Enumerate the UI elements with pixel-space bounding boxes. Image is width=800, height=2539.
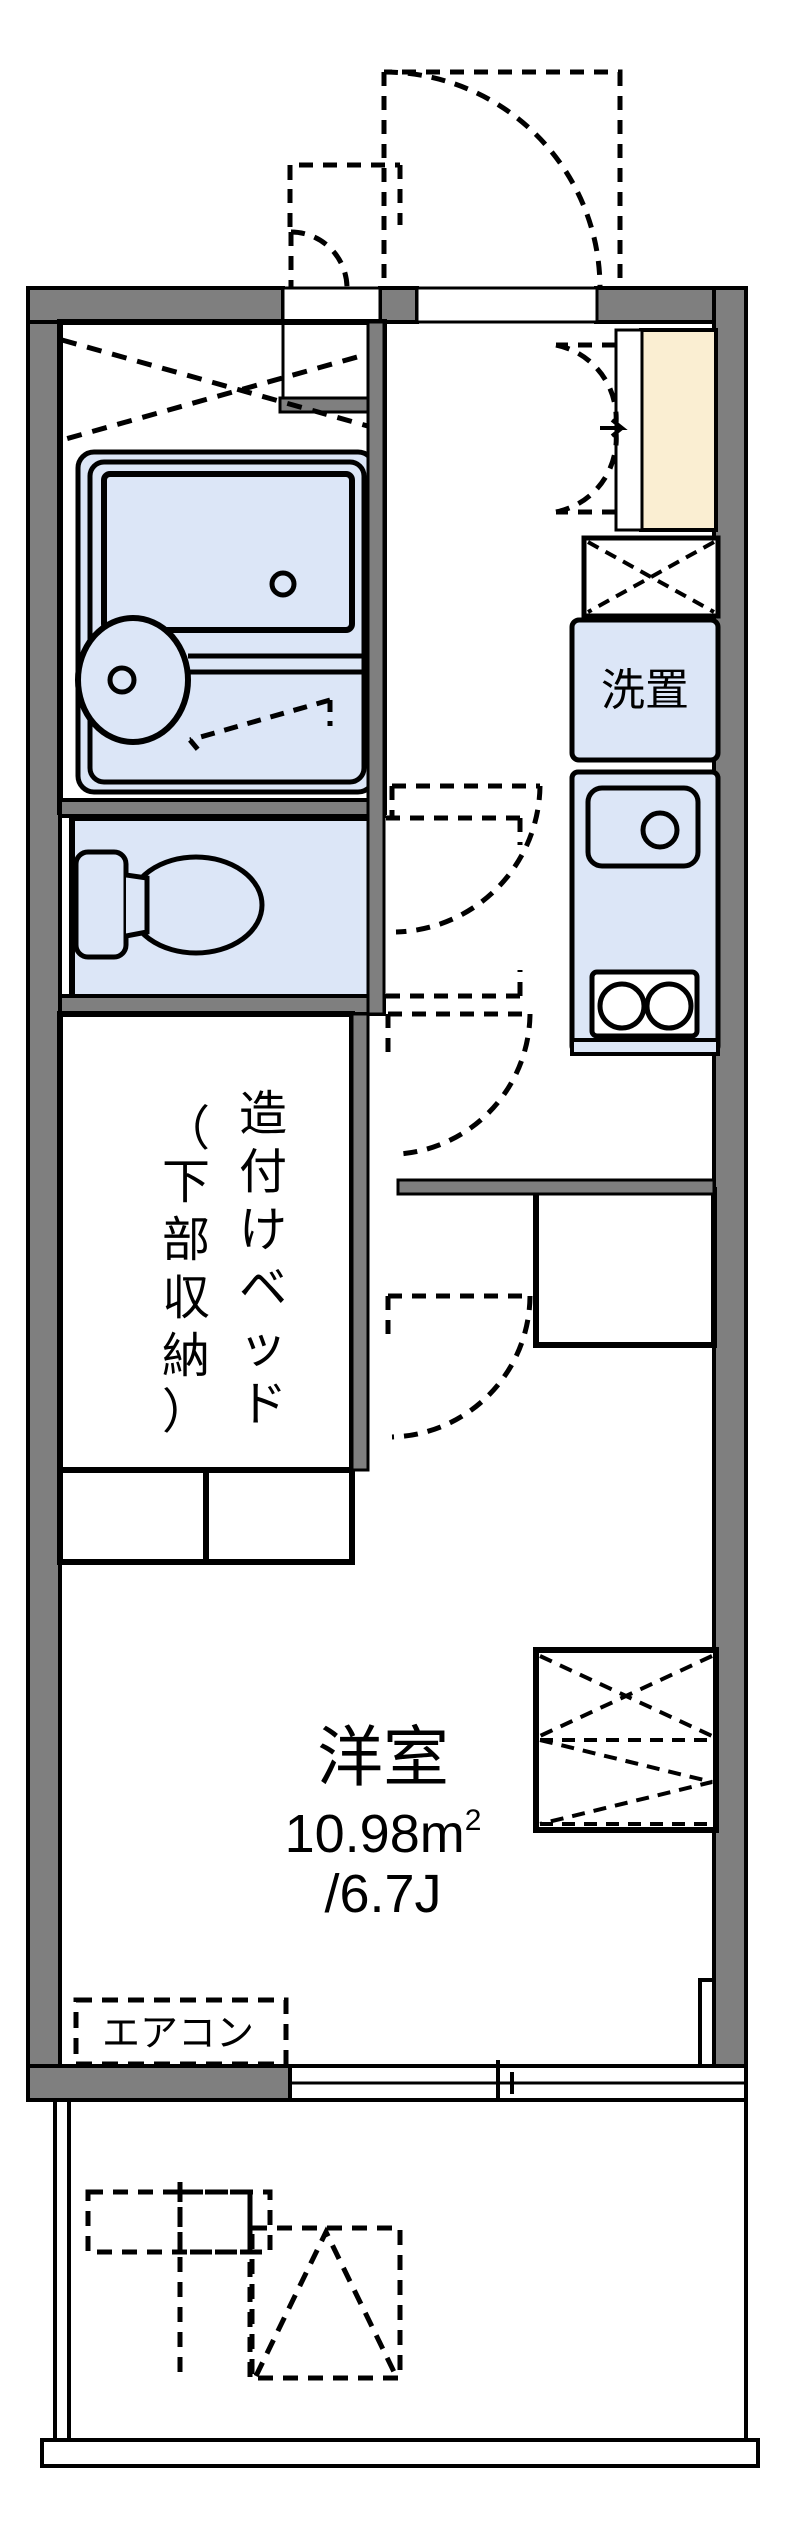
builtin-bed-box (57, 1011, 355, 1473)
upper-cabinet-header (396, 1178, 716, 1196)
aircon-label: エアコン (102, 2011, 254, 2055)
hall-door-swings (385, 783, 543, 1440)
balcony-outer-rail (40, 2438, 760, 2468)
builtin-bed-label-group: 造 付 け ベ ッ ド （ 下 部 収 納 ） (162, 1086, 287, 1440)
bath-door-marks (188, 700, 333, 754)
main-room-label-group: 洋室 10.98m2 /6.7J (285, 1719, 482, 1924)
wall-stub-right-lower (698, 1978, 716, 2068)
washer-place-area: 洗置 (569, 617, 721, 763)
svg-text:）: ） (162, 1384, 210, 1440)
wall-top-left (26, 286, 285, 324)
bathroom-unit (57, 319, 387, 815)
toilet-bowl (127, 854, 265, 956)
entrance-door-frame (281, 286, 382, 324)
toilet-cistern (73, 849, 129, 960)
stove-burner-left-icon (597, 981, 647, 1031)
main-room-closet (533, 1647, 719, 1833)
kitchen-unit (569, 769, 721, 1056)
washbasin-drain-icon (107, 665, 137, 695)
svg-text:ド: ド (239, 1376, 287, 1432)
main-room-closet-lines (540, 1738, 712, 1826)
hall-door-c-arc (395, 785, 543, 935)
entrance-door-swings (287, 69, 623, 289)
wall-top-pier (378, 286, 419, 324)
toilet-door-swing (386, 815, 523, 999)
entrance-step (614, 328, 644, 532)
builtin-bed-area (57, 1011, 355, 1565)
bathtub (101, 471, 355, 633)
svg-text:収: 収 (162, 1270, 210, 1326)
front-door-arc-bottom (555, 431, 619, 515)
door-arc-1 (290, 229, 350, 289)
aircon-unit: エアコン (73, 1997, 289, 2067)
wall-left (26, 286, 62, 2102)
balcony-left-rail (53, 2098, 71, 2442)
stove-burner-right-icon (644, 981, 694, 1031)
main-room-area: 10.98m2 (285, 1804, 482, 1864)
main-room-closet-arrow-icon (539, 1738, 713, 1826)
svg-text:ベ: ベ (239, 1260, 287, 1316)
front-door-swing (555, 342, 619, 515)
upper-cabinet-box (533, 1187, 717, 1348)
wall-bath-right (366, 320, 386, 1016)
front-door-arrow-icon (600, 418, 628, 438)
svg-text:部: 部 (162, 1212, 210, 1268)
svg-text:（: （ (162, 1101, 210, 1157)
wall-bed-right (350, 1012, 370, 1472)
hall-door-b-arc (391, 1295, 533, 1440)
main-room-closet-x-icon (539, 1654, 713, 1738)
main-room-jo: /6.7J (324, 1864, 441, 1924)
hall-door-a-arc (399, 1013, 533, 1157)
top-right-opening (415, 286, 599, 324)
washer-place-label: 洗置 (601, 665, 689, 716)
bath-shelf-x-icon (61, 337, 383, 443)
entrance-tile (639, 328, 718, 532)
bath-toilet-partition (58, 798, 386, 818)
washbasin-counter-edge (188, 653, 366, 675)
shoe-cabinet-x-icon (587, 540, 715, 614)
toilet-room (69, 815, 375, 1003)
svg-text:納: 納 (162, 1328, 210, 1384)
shoe-cabinet (581, 535, 721, 619)
toilet-connector (125, 872, 150, 939)
entrance-recess (278, 286, 599, 414)
svg-text:け: け (239, 1202, 287, 1258)
svg-text:付: 付 (239, 1144, 287, 1200)
kitchen-base (570, 1038, 720, 1056)
front-door-arc-top (555, 342, 619, 425)
kitchen-sink-drain-icon (640, 810, 680, 850)
balcony-escape-hatch-triangle-icon (253, 2226, 399, 2378)
svg-text:造: 造 (239, 1086, 287, 1142)
svg-text:下: 下 (162, 1154, 210, 1210)
aircon-box (73, 1997, 289, 2067)
main-window (288, 2060, 748, 2106)
entrance-area (614, 328, 718, 532)
main-room-name: 洋室 (317, 1719, 449, 1796)
washer-place-box (569, 617, 721, 763)
door-arc-2 (383, 69, 603, 289)
bath-door-dashed (189, 697, 331, 743)
bathtub-drain-icon (269, 570, 297, 598)
upper-cabinet-right (396, 1178, 717, 1348)
balcony-area (40, 2098, 760, 2468)
svg-text:ッ: ッ (239, 1318, 287, 1374)
